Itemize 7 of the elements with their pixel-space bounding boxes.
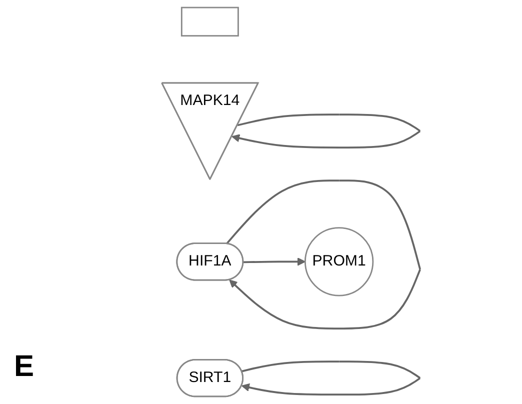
arrow [241,360,421,396]
arrow [243,258,306,266]
node-circle: PROM1 [304,227,374,296]
panel-letter: E [14,350,34,384]
arrow [232,114,421,149]
arrow [226,180,422,330]
node-box [180,6,239,37]
